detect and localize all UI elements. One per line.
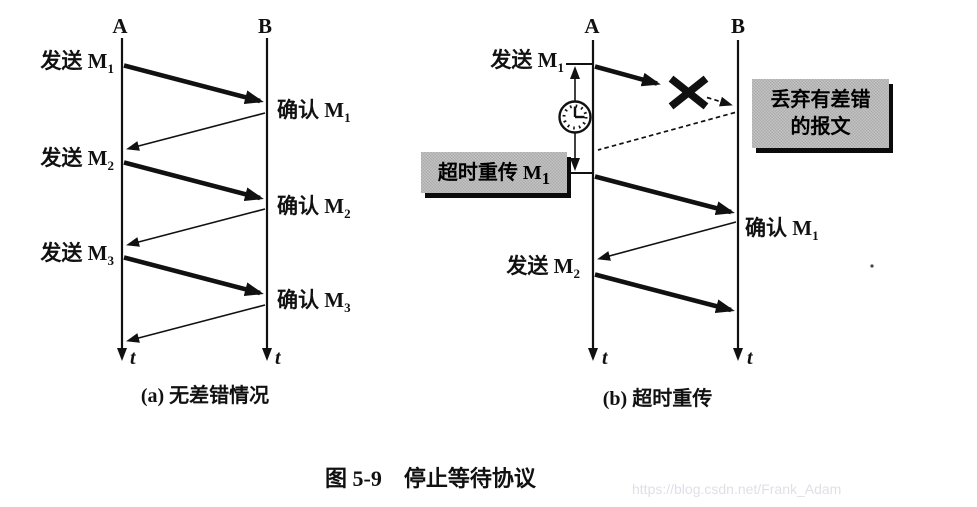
ack-m1-arrow — [126, 112, 266, 151]
panel-a-timelines — [117, 38, 272, 361]
corrupted-frame-dashed-arrow — [706, 96, 733, 107]
figure-title: 图 5-9 停止等待协议 — [325, 466, 536, 491]
ack-m2-label: 确认 M2 — [277, 194, 351, 222]
missing-ack-dashed-line — [597, 111, 736, 151]
send-m3-label: 发送 M3 — [40, 241, 114, 269]
panel-b-caption: (b) 超时重传 — [602, 388, 713, 410]
host-b-label-panel-a: B — [257, 14, 272, 38]
ack-m1-label: 确认 M1 — [277, 98, 351, 126]
watermark-text: https://blog.csdn.net/Frank_Adam — [632, 481, 842, 497]
send-m1-label-b: 发送 M1 — [490, 48, 564, 76]
send-m2-label-b: 发送 M2 — [506, 254, 580, 282]
timeout-retransmit-text: 超时重传 M1 — [437, 162, 551, 188]
panel-a-data-arrows — [123, 63, 264, 296]
retransmit-m1-arrow — [594, 174, 735, 215]
time-axis-label-b2: t — [747, 347, 753, 369]
ack-m3-arrow — [126, 304, 266, 343]
send-m1-arrow — [123, 63, 264, 104]
dot-artifact — [870, 264, 874, 268]
ack-m1-arrow-b — [597, 221, 737, 261]
send-m1-label: 发送 M1 — [40, 49, 114, 77]
ack-m1-label-b: 确认 M1 — [745, 216, 819, 244]
panel-b-timelines — [588, 40, 743, 361]
send-m1-lost-arrow — [594, 64, 661, 87]
panel-a-caption: (a) 无差错情况 — [140, 385, 270, 407]
timeout-interval-measure — [566, 63, 593, 174]
time-axis-label-a1: t — [130, 347, 136, 369]
send-m3-arrow — [123, 255, 264, 296]
discard-box-line2: 的报文 — [790, 115, 851, 138]
send-m2-label: 发送 M2 — [40, 146, 114, 174]
time-axis-label-b1: t — [602, 347, 608, 369]
time-axis-label-a2: t — [275, 347, 281, 369]
timer-clock-icon — [558, 100, 592, 134]
host-a-label-panel-a: A — [112, 14, 128, 38]
send-m2-arrow-b — [594, 272, 735, 313]
discard-errored-frame-box: 丢弃有差错 的报文 — [752, 79, 889, 148]
ack-m3-label: 确认 M3 — [277, 288, 351, 316]
host-a-label-panel-b: A — [584, 14, 600, 38]
panel-a-ack-arrows — [126, 112, 266, 343]
send-m2-arrow — [123, 160, 264, 201]
discard-box-line1: 丢弃有差错 — [770, 88, 871, 111]
ack-m2-arrow — [126, 208, 266, 247]
error-cross-icon — [668, 75, 709, 110]
host-b-label-panel-b: B — [730, 14, 745, 38]
timeout-retransmit-box: 超时重传 M1 — [421, 152, 567, 193]
